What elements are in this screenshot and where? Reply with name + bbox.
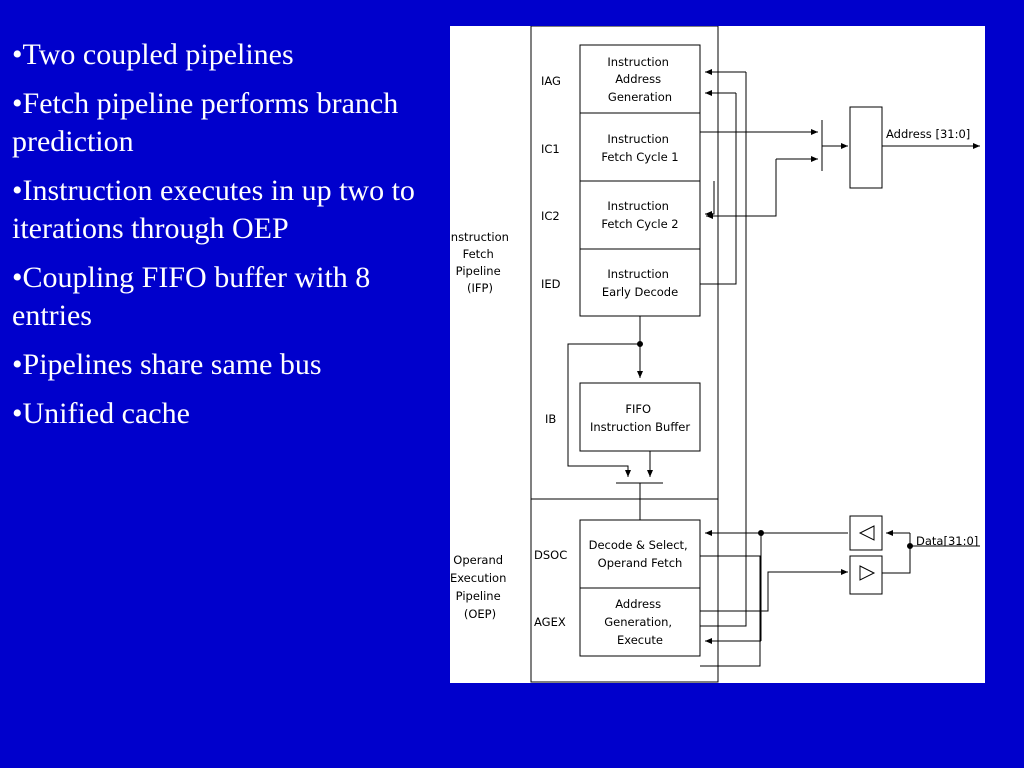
stage-tag-ic1: IC1 [541, 142, 560, 156]
data-output-buffer [849, 555, 883, 595]
stage-box-dsoc [579, 519, 701, 589]
ifp-label: Instruction Fetch Pipeline (IFP) [450, 230, 513, 295]
stage-box-ied [579, 248, 701, 317]
data-in-triangle-icon [858, 525, 875, 541]
oep-frame [530, 498, 719, 683]
data-bus-label: Data[31:0] [916, 534, 978, 548]
bullet-item: •Instruction executes in up two to itera… [12, 174, 415, 245]
stage-box-ic1 [579, 112, 701, 182]
data-bus-connector [882, 530, 980, 574]
ied-to-fifo-connector [567, 316, 663, 520]
stage-text-dsoc: Decode & Select, Operand Fetch [589, 538, 692, 570]
address-mux [700, 120, 848, 171]
stage-box-ic2 [579, 180, 701, 250]
data-input-buffer [849, 515, 883, 551]
stage-tag-ic2: IC2 [541, 209, 560, 223]
bullet-item: •Coupling FIFO buffer with 8 entries [12, 261, 371, 332]
bullet-item: •Two coupled pipelines [12, 38, 294, 71]
stage-text-ied: Instruction Early Decode [602, 267, 678, 299]
stage-tag-dsoc: DSOC [534, 548, 567, 562]
pipeline-diagram-svg: Instruction Fetch Pipeline (IFP) Operand… [450, 26, 980, 683]
stage-tag-ied: IED [541, 277, 561, 291]
stage-text-ic2: Instruction Fetch Cycle 2 [601, 199, 678, 231]
data-out-triangle-icon [859, 565, 876, 581]
bullet-list: •Two coupled pipelines •Fetch pipeline p… [12, 36, 432, 444]
stage-text-iag: Instruction Address Generation [607, 55, 672, 104]
bullet-item: •Unified cache [12, 397, 190, 430]
stage-tag-agex: AGEX [534, 615, 566, 629]
stage-tag-ib: IB [545, 412, 556, 426]
address-register [849, 106, 883, 189]
stage-tag-iag: IAG [541, 74, 561, 88]
bullet-item: •Fetch pipeline performs branch predicti… [12, 87, 399, 158]
stage-text-agex: Address Generation, Execute [604, 597, 675, 647]
stage-box-agex [579, 587, 701, 657]
stage-text-ic1: Instruction Fetch Cycle 1 [601, 132, 678, 164]
bullet-item: •Pipelines share same bus [12, 348, 322, 381]
pipeline-diagram: Instruction Fetch Pipeline (IFP) Operand… [450, 26, 985, 683]
address-bus-label: Address [31:0] [886, 127, 970, 141]
feedback-lines [700, 69, 848, 667]
oep-label: Operand Execution Pipeline (OEP) [450, 553, 510, 621]
stage-text-ib: FIFO Instruction Buffer [590, 402, 690, 434]
stage-box-ib [579, 382, 701, 452]
